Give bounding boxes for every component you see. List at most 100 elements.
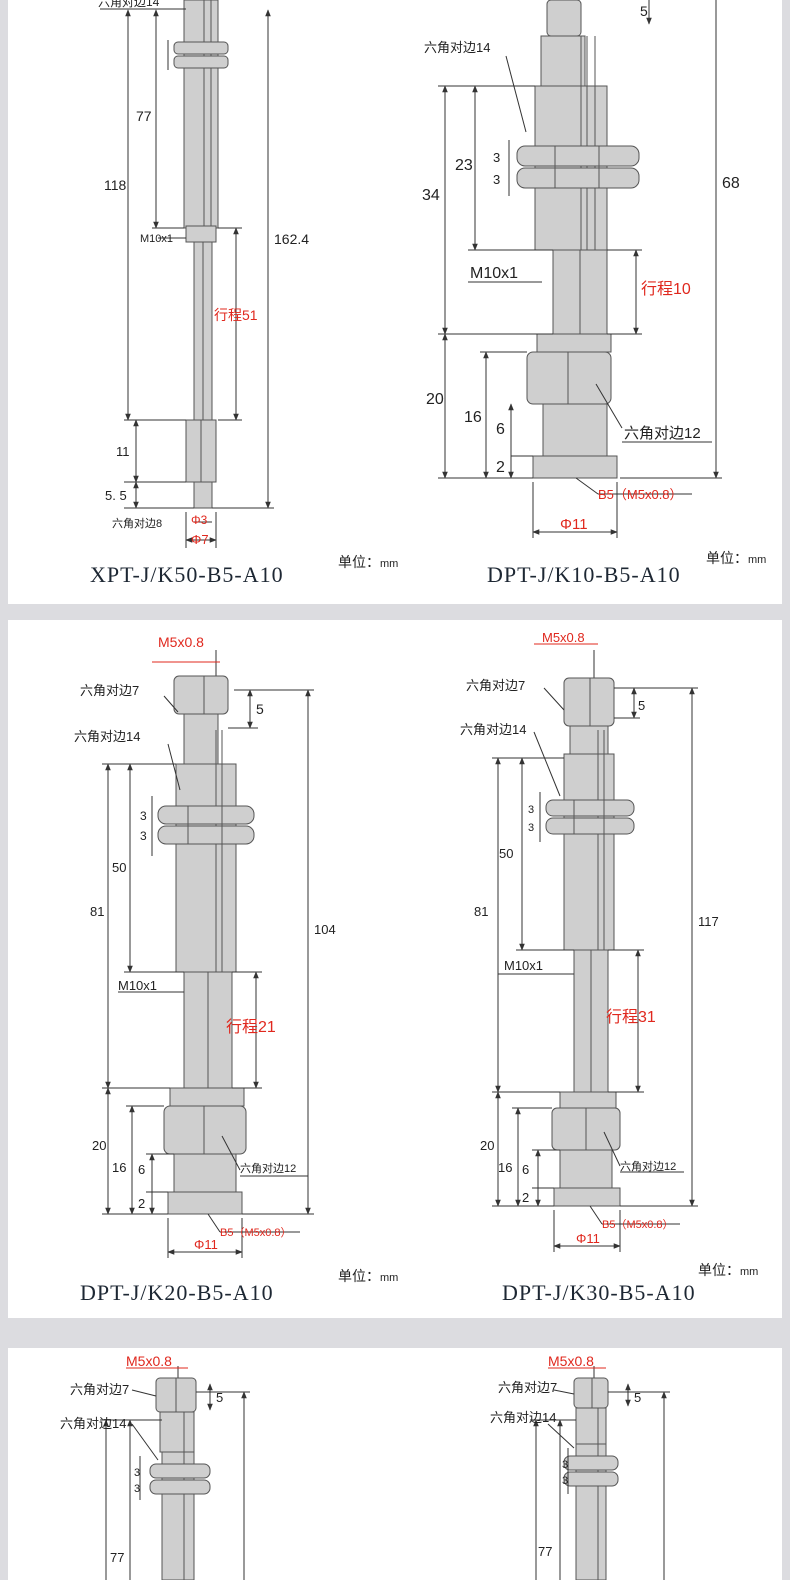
k30-dim-81: 81: [474, 904, 488, 919]
technical-drawing-middle-row: M5x0.8 六角对边7 5 六角对边14 3 3 50 81 104 M10x…: [74, 630, 719, 1258]
k20-dim-3b: 3: [140, 829, 147, 843]
partial-left-hex7: 六角对边7: [70, 1382, 129, 1397]
k30-dim-6: 6: [522, 1162, 529, 1177]
xpt-dim-11: 11: [116, 444, 130, 459]
k30-dim-3a: 3: [528, 804, 534, 816]
unit-label: 单位：: [698, 1262, 740, 1278]
k20-thread-label: M10x1: [118, 978, 157, 993]
k10-dim-16: 16: [464, 409, 482, 426]
dpt-k10-drawing: 5 六角对边14 23 3 3 34 68 M10x1 行程10 20 16 6…: [422, 0, 740, 538]
k10-dim-3b: 3: [493, 172, 500, 187]
k30-dim-16: 16: [498, 1160, 512, 1175]
upper-body: [183, 0, 219, 229]
k10-dim-2: 2: [496, 459, 505, 476]
xpt-stroke-label: 行程51: [214, 307, 258, 323]
unit-label: 单位：: [338, 554, 380, 570]
k20-dim-16: 16: [112, 1160, 126, 1175]
k30-thread-label: M10x1: [504, 958, 543, 973]
hex-nut: [157, 805, 255, 825]
k30-dim-5: 5: [638, 698, 645, 713]
xpt-k50-drawing: 六角对边14 77 118 162.4 M10x1 行程51 11 5. 5 六…: [98, 0, 309, 548]
hex-nut: [173, 41, 229, 55]
partial-left-dim-77: 77: [110, 1550, 124, 1565]
xpt-phi7: Φ7: [191, 532, 209, 547]
k20-dim-5: 5: [256, 701, 264, 717]
partial-right-dim-77: 77: [538, 1544, 552, 1559]
dpt-k20-title: DPT-J/K20-B5-A10: [80, 1280, 274, 1305]
k20-dim-50: 50: [112, 860, 126, 875]
dpt-k10-unit: 单位：mm: [706, 548, 766, 568]
k30-stroke-label: 行程31: [606, 1008, 656, 1026]
k30-dim-20: 20: [480, 1138, 494, 1153]
dpt-k10-title: DPT-J/K10-B5-A10: [487, 562, 681, 587]
k20-hex12-label: 六角对边12: [240, 1161, 296, 1175]
k20-dim-3a: 3: [140, 809, 147, 823]
k30-phi11: Φ11: [576, 1231, 600, 1246]
partial-left-dim-3b: 3: [134, 1483, 140, 1495]
partial-right-dim-3a: 3: [562, 1459, 568, 1471]
k10-hex-bottom-label: 六角对边12: [624, 425, 701, 442]
partial-right-drawing: M5x0.8 六角对边7 5 六角对边14 3 3 77: [490, 1353, 670, 1580]
partial-left-drawing: M5x0.8 六角对边7 5 六角对边14 3 3 77: [60, 1353, 250, 1580]
upper-body: [563, 753, 615, 951]
k20-phi11: Φ11: [194, 1237, 218, 1252]
hex-nut: [545, 799, 635, 817]
k30-hex12-label: 六角对边12: [620, 1159, 676, 1173]
drawing-panel-top: 六角对边14 77 118 162.4 M10x1 行程51 11 5. 5 六…: [8, 0, 782, 604]
unit-value: mm: [748, 554, 767, 566]
k30-dim-3b: 3: [528, 822, 534, 834]
k30-m5-label: M5x0.8: [542, 630, 585, 645]
partial-right-hex7: 六角对边7: [498, 1380, 557, 1395]
k10-dim-23: 23: [455, 157, 473, 174]
dpt-k20-drawing: M5x0.8 六角对边7 5 六角对边14 3 3 50 81 104 M10x…: [74, 634, 336, 1258]
partial-right-dim-5: 5: [634, 1390, 641, 1405]
partial-left-hex14: 六角对边14: [60, 1416, 126, 1431]
xpt-thread-label: M10x1: [140, 233, 173, 245]
k10-dim-20: 20: [426, 391, 444, 408]
unit-value: mm: [740, 1266, 759, 1278]
k10-stroke-label: 行程10: [641, 280, 691, 298]
dpt-k30-title: DPT-J/K30-B5-A10: [502, 1280, 696, 1305]
lower-hex: [526, 351, 612, 405]
k10-phi11: Φ11: [560, 516, 588, 533]
k10-dim-6: 6: [496, 421, 505, 438]
k30-dim-2: 2: [522, 1190, 529, 1205]
xpt-dim-118: 118: [104, 177, 127, 193]
dpt-k20-unit: 单位：mm: [338, 1266, 398, 1286]
upper-body: [540, 35, 586, 87]
tip: [167, 1191, 243, 1215]
k20-hex14-label: 六角对边14: [74, 729, 140, 744]
k20-dim-81: 81: [90, 904, 104, 919]
k30-hex7-label: 六角对边7: [466, 678, 525, 693]
k30-b5-label: B5（M5x0.8）: [602, 1218, 674, 1231]
unit-value: mm: [380, 558, 399, 570]
partial-right-dim-3b: 3: [562, 1475, 568, 1487]
unit-value: mm: [380, 1272, 399, 1284]
k20-m5-label: M5x0.8: [158, 634, 204, 650]
k30-hex14-label: 六角对边14: [460, 722, 526, 737]
k10-dim-68: 68: [722, 175, 740, 192]
k10-hex-top-label: 六角对边14: [424, 40, 490, 55]
xpt-k50-unit: 单位：mm: [338, 552, 398, 572]
tip: [553, 1187, 621, 1207]
partial-right-m5: M5x0.8: [548, 1353, 594, 1369]
xpt-dim-55: 5. 5: [105, 488, 127, 503]
k20-dim-2: 2: [138, 1196, 145, 1211]
xpt-k50-title: XPT-J/K50-B5-A10: [90, 562, 284, 587]
xpt-dim-77: 77: [136, 108, 152, 124]
k20-dim-6: 6: [138, 1162, 145, 1177]
k10-dim-5: 5: [640, 3, 648, 19]
technical-drawing-top-row: 六角对边14 77 118 162.4 M10x1 行程51 11 5. 5 六…: [98, 0, 740, 548]
xpt-hex-top-label: 六角对边14: [98, 0, 160, 9]
k20-b5-label: B5（M5x0.8）: [220, 1226, 292, 1239]
lower-hex: [163, 1105, 247, 1155]
drawing-panel-bottom: M5x0.8 六角对边7 5 六角对边14 3 3 77: [8, 1348, 782, 1580]
partial-left-m5: M5x0.8: [126, 1353, 172, 1369]
unit-label: 单位：: [706, 550, 748, 566]
k20-stroke-label: 行程21: [226, 1018, 276, 1036]
dpt-k30-unit: 单位：mm: [698, 1260, 758, 1280]
k20-hex7-label: 六角对边7: [80, 683, 139, 698]
k10-dim-3a: 3: [493, 150, 500, 165]
k10-dim-34: 34: [422, 187, 440, 204]
tip: [193, 481, 213, 509]
